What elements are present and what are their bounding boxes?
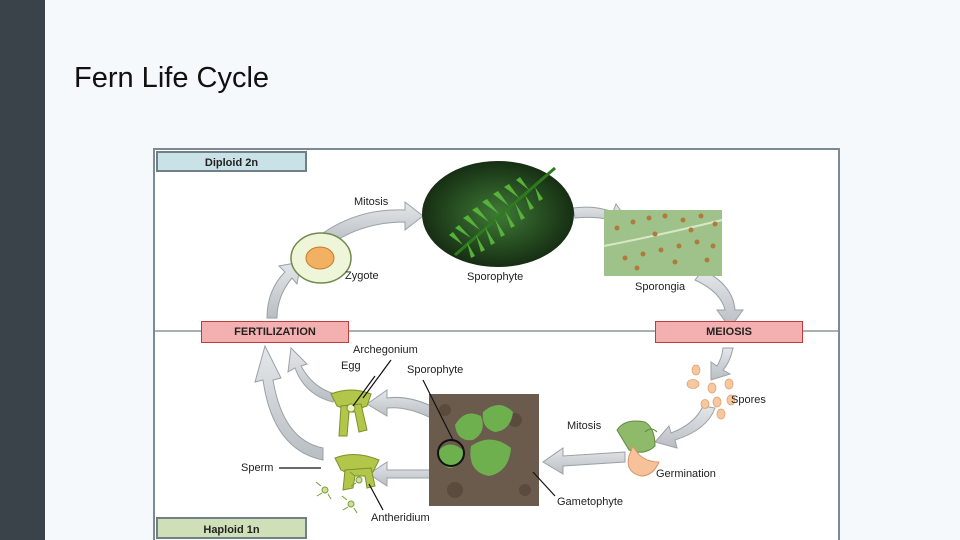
- gametophyte-label: Gametophyte: [557, 496, 624, 508]
- fern-life-cycle-diagram: Diploid 2n Haploid 1n FERTILIZATION MEIO…: [153, 148, 840, 540]
- diploid-band-label: Diploid 2n: [156, 151, 307, 172]
- left-sidebar-bar: [0, 0, 45, 540]
- sporangia-leaf-image: [603, 210, 723, 276]
- spores-label: Spores: [731, 394, 766, 406]
- arrow-left-arc: [254, 344, 324, 461]
- cycle-arrows: [254, 200, 744, 487]
- antheridium-structure: [334, 454, 380, 491]
- germinating-gametophyte: [616, 420, 660, 477]
- mitosis-top-label: Mitosis: [354, 196, 389, 208]
- sporophyte-label: Sporophyte: [467, 271, 524, 283]
- meiosis-phase-label: MEIOSIS: [655, 321, 803, 343]
- sperm-label: Sperm: [241, 462, 274, 474]
- arrow-germination-to-gametophyte: [542, 447, 626, 475]
- mitosis-bottom-label: Mitosis: [567, 420, 602, 432]
- slide-title: Fern Life Cycle: [74, 62, 270, 94]
- sporophyte-frond-image: [422, 161, 574, 267]
- sporangia-label: Sporongia: [635, 281, 686, 293]
- antheridium-label: Antheridium: [371, 512, 430, 524]
- germination-label: Germination: [656, 468, 716, 480]
- egg-label: Egg: [341, 360, 361, 372]
- zygote-cell: [290, 232, 352, 284]
- archegonium-structure: [330, 389, 372, 437]
- sperm-cells: [315, 471, 363, 514]
- diagram-artwork: [155, 161, 838, 514]
- zygote-label: Zygote: [345, 270, 379, 282]
- young-sporophyte-label: Sporophyte: [407, 364, 464, 376]
- arrow-left-arc-inner: [287, 346, 336, 403]
- arrow-to-germination: [654, 405, 716, 449]
- arrow-to-spores: [710, 347, 734, 381]
- fertilization-phase-label: FERTILIZATION: [201, 321, 349, 343]
- arrow-to-meiosis: [694, 269, 744, 329]
- haploid-band-label: Haploid 1n: [156, 517, 307, 539]
- gametophyte-photo: [429, 394, 539, 506]
- archegonium-label: Archegonium: [353, 344, 418, 356]
- spores-cluster: [686, 364, 736, 420]
- arrow-to-archegonium: [366, 389, 436, 419]
- label-leader-lines: [279, 359, 556, 511]
- arrow-to-antheridium: [368, 461, 432, 487]
